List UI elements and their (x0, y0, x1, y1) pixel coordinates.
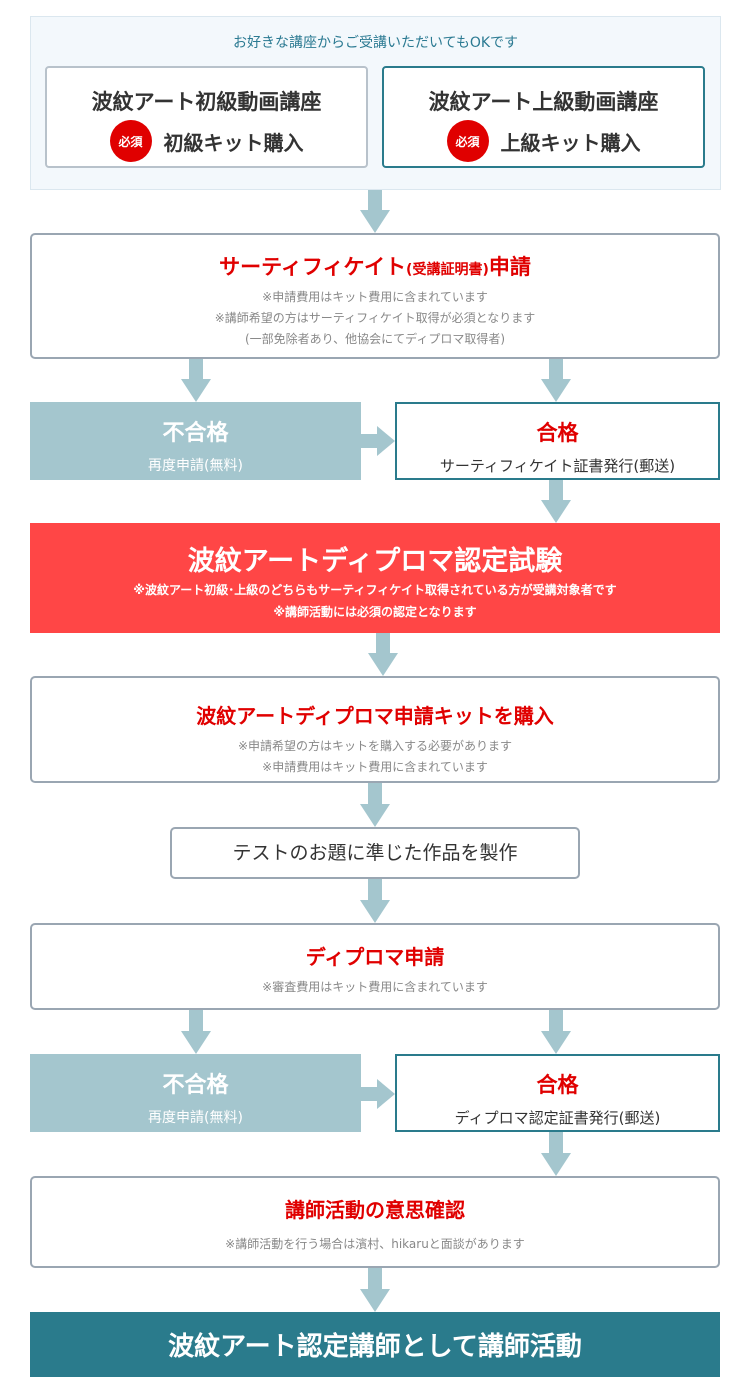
required-badge: 必須 (446, 120, 489, 162)
certificate-title: サーティフィケイト (219, 255, 407, 279)
diploma-exam-box: 波紋アートディプロマ認定試験 ※波紋アート初級･上級のどちらもサーティフィケイト… (30, 523, 720, 633)
flow-arrow-down (181, 1010, 211, 1054)
fail-subtitle: 再度申請(無料) (148, 458, 243, 474)
fail-title: 不合格 (162, 421, 229, 446)
beginner-kit-purchase: 初級キット購入 (163, 130, 304, 155)
pass-title: 合格 (536, 1073, 579, 1097)
kit-title: 波紋アートディプロマ申請キットを購入 (196, 704, 554, 728)
beginner-course-box: 波紋アート初級動画講座 必須 初級キット購入 (45, 66, 368, 168)
flow-arrow-down (360, 1268, 390, 1312)
intent-confirmation-box: 講師活動の意思確認 ※講師活動を行う場合は濱村、hikaruと面談があります (30, 1176, 720, 1268)
certificate-note: ※講師希望の方はサーティフィケイト取得が必須となります (214, 311, 536, 325)
flow-arrow-down (181, 359, 211, 402)
certificate-application-box: サーティフィケイト(受講証明書)申請 ※申請費用はキット費用に含まれています ※… (30, 233, 720, 359)
flow-arrow-down (541, 480, 571, 523)
flow-arrow-down (368, 633, 398, 676)
diploma-application-box: ディプロマ申請 ※審査費用はキット費用に含まれています (30, 923, 720, 1010)
diploma-pass-box: 合格 ディプロマ認定証書発行(郵送) (395, 1054, 720, 1132)
exam-note: ※講師活動には必須の認定となります (273, 605, 477, 619)
beginner-course-title: 波紋アート初級動画講座 (91, 90, 322, 114)
confirm-title: 講師活動の意思確認 (285, 1198, 465, 1222)
course-selection-note: お好きな講座からご受講いただいてもOKです (232, 35, 519, 51)
flow-arrow-down (360, 783, 390, 827)
pass-subtitle: サーティフィケイト証書発行(郵送) (439, 457, 676, 475)
exam-title: 波紋アートディプロマ認定試験 (187, 546, 563, 577)
certificate-note: ※申請費用はキット費用に含まれています (262, 290, 488, 304)
diploma-title: ディプロマ申請 (305, 945, 445, 969)
flow-arrow-right (361, 1079, 395, 1109)
advanced-kit-purchase: 上級キット購入 (500, 130, 641, 155)
flow-arrow-down (541, 1010, 571, 1054)
flow-arrow-down (541, 1132, 571, 1176)
certificate-note: (一部免除者あり、他協会にてディプロマ取得者) (244, 332, 506, 346)
create-work-box: テストのお題に準じた作品を製作 (170, 827, 580, 879)
kit-note: ※申請費用はキット費用に含まれています (262, 760, 488, 774)
certificate-fail-box: 不合格 再度申請(無料) (30, 402, 361, 480)
diploma-fail-box: 不合格 再度申請(無料) (30, 1054, 361, 1132)
advanced-course-box: 波紋アート上級動画講座 必須 上級キット購入 (382, 66, 705, 168)
flow-arrow-right (361, 426, 395, 456)
fail-title: 不合格 (162, 1073, 229, 1098)
exam-note: ※波紋アート初級･上級のどちらもサーティフィケイト取得されている方が受講対象者で… (133, 583, 617, 597)
required-badge: 必須 (109, 120, 152, 162)
diploma-note: ※審査費用はキット費用に含まれています (262, 980, 488, 994)
diploma-kit-box: 波紋アートディプロマ申請キットを購入 ※申請希望の方はキットを購入する必要があり… (30, 676, 720, 783)
certificate-title-paren: (受講証明書) (406, 262, 489, 278)
flow-arrow-down (541, 359, 571, 402)
certificate-title-end: 申請 (488, 255, 531, 279)
certified-instructor-box: 波紋アート認定講師として講師活動 (30, 1312, 720, 1377)
certificate-pass-box: 合格 サーティフィケイト証書発行(郵送) (395, 402, 720, 480)
pass-title: 合格 (536, 421, 579, 445)
pass-subtitle: ディプロマ認定証書発行(郵送) (454, 1109, 661, 1127)
advanced-course-title: 波紋アート上級動画講座 (428, 90, 659, 114)
kit-note: ※申請希望の方はキットを購入する必要があります (237, 739, 513, 753)
flow-arrow-down (360, 190, 390, 233)
confirm-note: ※講師活動を行う場合は濱村、hikaruと面談があります (225, 1237, 525, 1251)
fail-subtitle: 再度申請(無料) (148, 1110, 243, 1126)
flow-arrow-down (360, 879, 390, 923)
